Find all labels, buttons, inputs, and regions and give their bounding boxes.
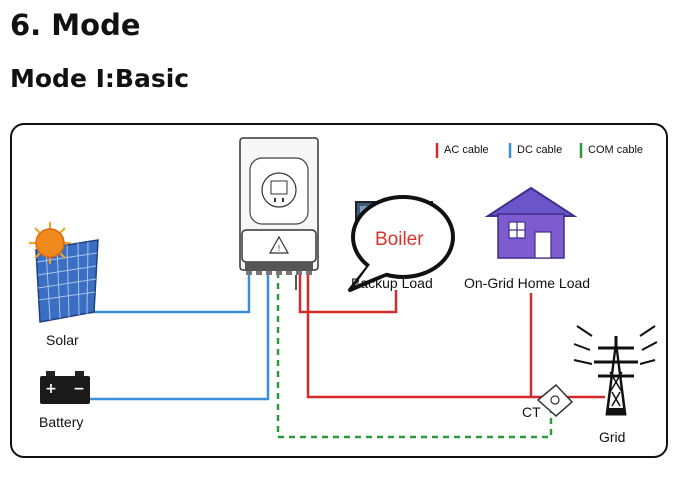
pylon-icon <box>573 325 658 416</box>
backup-load-label: Backup Load <box>351 275 433 291</box>
dc-cable-battery <box>88 270 270 401</box>
ct-clamp-icon <box>536 383 574 417</box>
house-icon <box>484 186 578 259</box>
battery-icon: + − <box>40 371 90 404</box>
dc-cable-solar <box>88 270 251 314</box>
legend-dc-label: DC cable <box>517 144 563 156</box>
ct-label: CT <box>522 404 541 420</box>
mode-title: Mode I:Basic <box>10 64 190 93</box>
battery-label: Battery <box>39 414 84 430</box>
ac-cable-backup <box>298 272 398 314</box>
solar-panel-icon <box>29 222 99 323</box>
svg-text:!: ! <box>277 244 280 253</box>
solar-label: Solar <box>46 332 79 348</box>
legend-com-label: COM cable <box>588 144 644 156</box>
com-cable <box>276 272 553 439</box>
grid-label: Grid <box>599 429 626 445</box>
boiler-speech-bubble <box>348 195 455 292</box>
diagram-panel <box>10 123 668 458</box>
legend-ac-label: AC cable <box>444 144 489 156</box>
inverter-icon: ! <box>239 137 319 290</box>
page-title: 6. Mode <box>10 8 141 42</box>
svg-text:−: − <box>73 381 85 397</box>
boiler-label: Boiler <box>375 229 424 250</box>
ac-cable-grid <box>306 272 605 399</box>
svg-text:+: + <box>45 381 57 397</box>
home-load-label: On-Grid Home Load <box>464 275 591 291</box>
